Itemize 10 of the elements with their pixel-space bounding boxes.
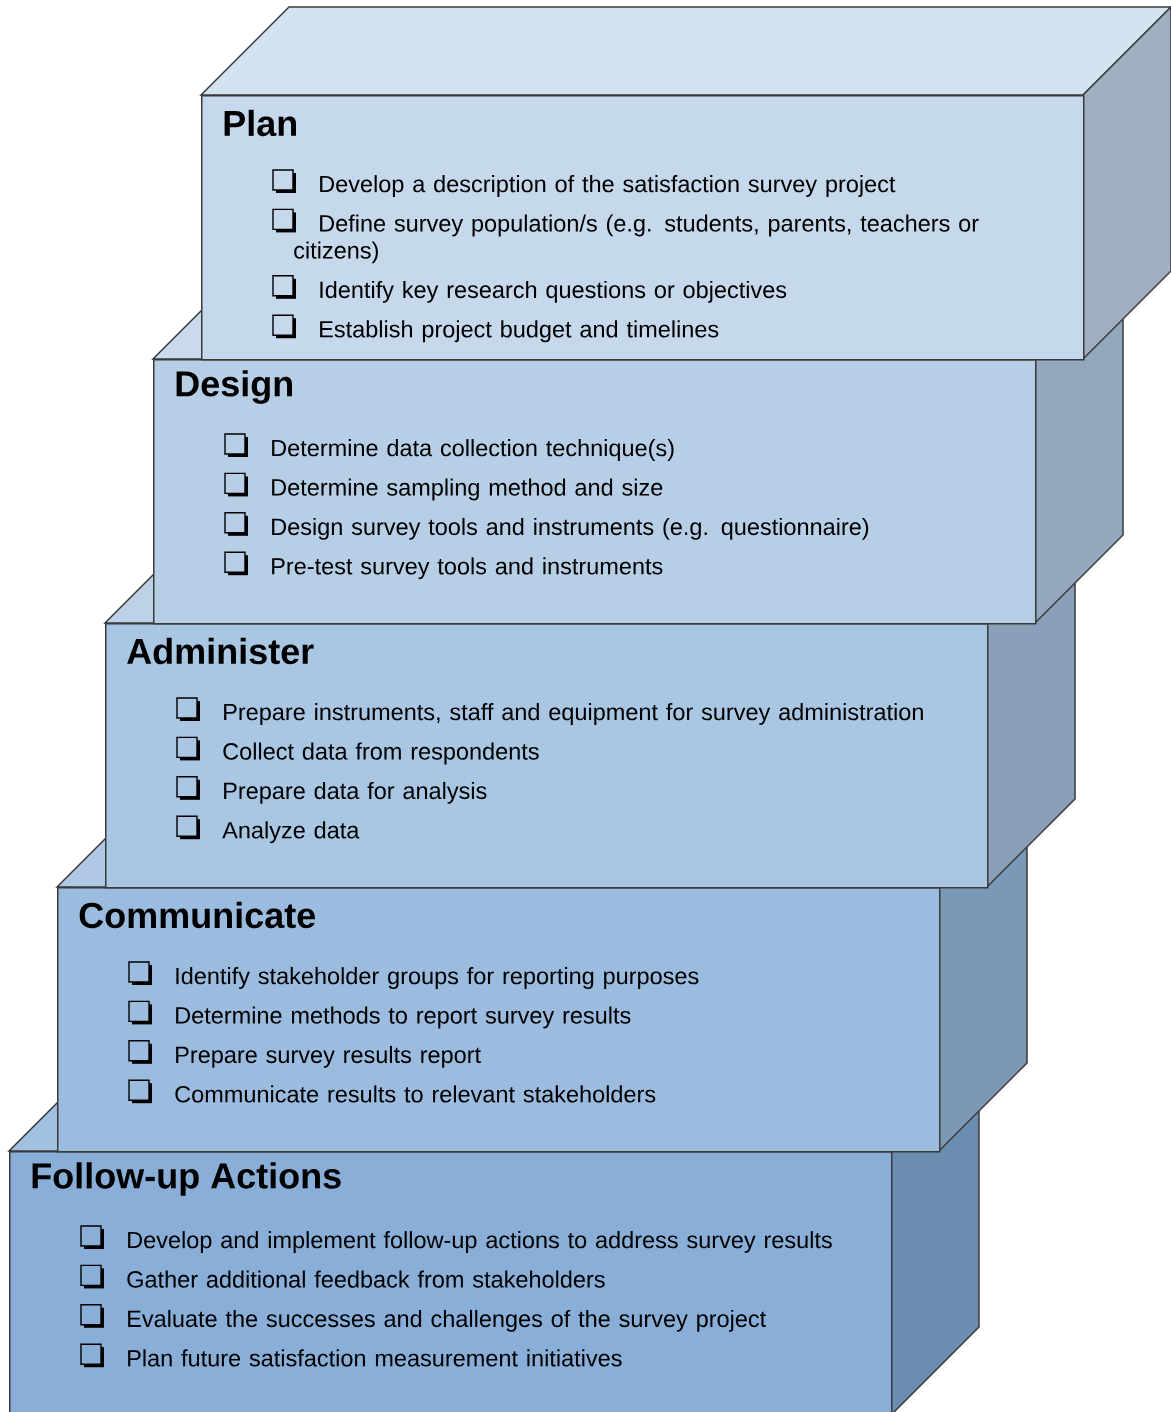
checklist-item: Gather additional feedback from stakeholders xyxy=(127,1270,605,1288)
checklist-item: Define survey population/s (e.g. students, parents, teachers or citizens) xyxy=(294,214,979,264)
stage-heading: Plan xyxy=(224,109,296,137)
checklist-item: Develop and implement follow-up actions to address survey results xyxy=(128,1231,832,1253)
stage-heading: Follow-up Actions xyxy=(32,1162,341,1196)
checklist-item: Establish project budget and timelines xyxy=(320,320,719,343)
checklist-item: Develop a description of the satisfaction survey project xyxy=(320,175,896,197)
checklist-item: Identify key research questions or objectives xyxy=(320,280,787,303)
checklist-item: Evaluate the successes and challenges of the survey project xyxy=(128,1309,766,1332)
checklist-item: Plan future satisfaction measurement initiatives xyxy=(128,1349,622,1367)
